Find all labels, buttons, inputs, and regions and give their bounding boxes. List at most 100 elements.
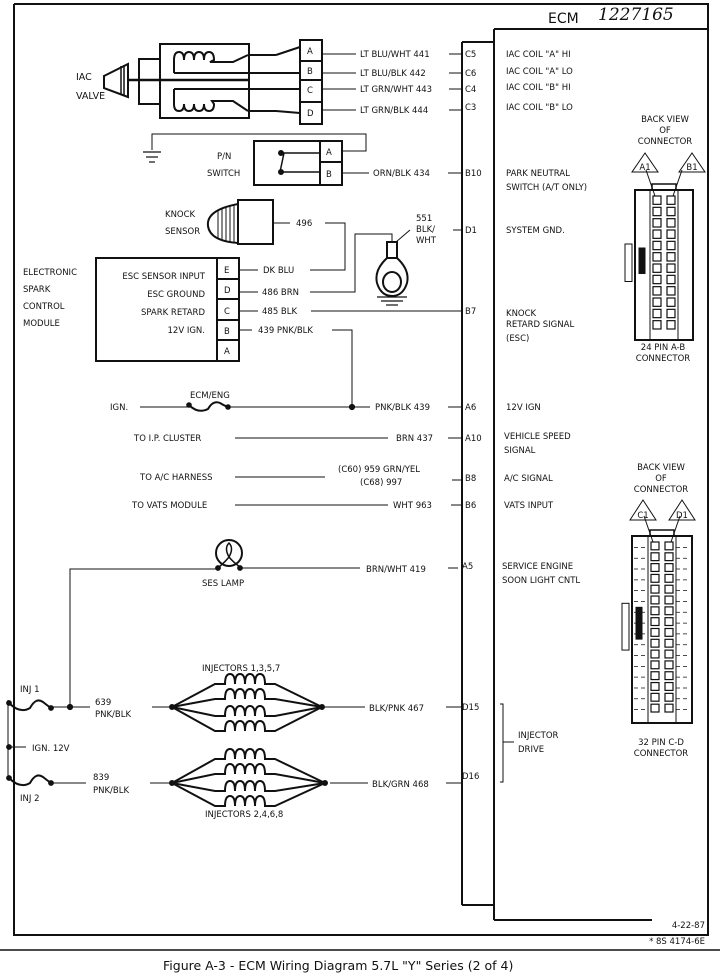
ign-source-label: IGN.	[110, 403, 128, 413]
iac-label-2: VALVE	[76, 91, 105, 102]
connector-pin-cavity	[664, 584, 674, 594]
ecm-function-injector-2: DRIVE	[518, 745, 544, 755]
connector-pin-cavity	[652, 240, 662, 251]
ecm-pin-b8: B8	[465, 474, 476, 484]
cd-heading-2: OF	[655, 474, 667, 484]
iac-wire-444: LT GRN/BLK 444	[360, 106, 428, 116]
connector-pin-cavity	[666, 240, 676, 251]
ecm-function-ses: SERVICE ENGINE	[502, 562, 573, 572]
ecm-function-park-neutral-2: SWITCH (A/T ONLY)	[506, 183, 587, 193]
connector-latch	[621, 602, 630, 651]
connector-pin-cavity	[664, 638, 674, 648]
connector-pin-cavity	[666, 274, 676, 285]
connector-pin-cavity	[666, 320, 676, 330]
connector-pin-cavity	[650, 638, 660, 648]
inj1-fuse-label: INJ 1	[20, 685, 39, 695]
iac-coil-b-icon	[173, 89, 249, 113]
iac-pin-a: A	[307, 47, 313, 57]
ring-terminal-icon	[375, 241, 409, 306]
splice-dot	[348, 403, 356, 411]
connector-latch	[635, 606, 643, 640]
iac-pin-b: B	[307, 67, 313, 77]
ecm-title: ECM	[548, 11, 579, 27]
esc-wire-485: 485 BLK	[262, 307, 297, 317]
ecm-function-system-gnd: SYSTEM GND.	[506, 226, 565, 236]
injector-coil-icon	[171, 706, 323, 732]
switch-contact-icon	[278, 150, 320, 175]
vss-source-label: TO I.P. CLUSTER	[133, 434, 201, 444]
connector-pin-cavity	[664, 649, 674, 659]
ground-wire-color-2: WHT	[416, 236, 437, 246]
connector-latch	[624, 243, 633, 282]
connector-pin-cavity	[650, 584, 660, 594]
connector-pin-cavity	[666, 229, 676, 239]
connector-pin-cavity	[664, 541, 674, 551]
connector-pin-cavity	[650, 703, 660, 713]
ac-source-label: TO A/C HARNESS	[139, 473, 213, 483]
diagram-code: * 8S 4174-6E	[649, 937, 705, 947]
connector-pin-cavity	[664, 692, 674, 702]
iac-wire-443: LT GRN/WHT 443	[360, 85, 432, 95]
connector-pin-cavity	[650, 660, 660, 670]
connector-pin-cavity	[652, 229, 662, 239]
inj2-fuse-label: INJ 2	[20, 794, 39, 804]
injector-coil-icon	[171, 704, 323, 717]
cd-pin-d1-label: D1	[676, 511, 688, 521]
connector-pin-cavity	[652, 308, 662, 319]
connector-pin-cavity	[650, 563, 660, 573]
connector-cd-diagram: BACK VIEW OF CONNECTOR C1 D1 32 PIN C-D …	[621, 463, 696, 759]
connector-pin-cavity	[666, 263, 676, 273]
connector-pin-cavity	[650, 595, 660, 605]
connector-pin-cavity	[650, 617, 660, 627]
connector-pin-cavity	[650, 552, 660, 562]
ses-lamp-label: SES LAMP	[202, 579, 244, 589]
ign-12v-label: IGN. 12V	[32, 744, 70, 754]
ecm-pin-d15: D15	[462, 703, 479, 713]
iac-pintle-icon	[103, 62, 129, 99]
connector-ab-diagram: BACK VIEW OF CONNECTOR A1 B1 24 PIN A-B …	[624, 115, 706, 364]
ecm-pin-c4: C4	[465, 85, 476, 95]
bank1-feed-color: PNK/BLK	[95, 710, 131, 720]
cd-footer-1: 32 PIN C-D	[638, 738, 684, 748]
diagram-date: 4-22-87	[672, 921, 705, 931]
connector-pin-cavity	[650, 681, 660, 691]
esc-pin-c: C	[224, 307, 230, 317]
connector-pin-cavity	[650, 649, 660, 659]
esc-wire-486: 486 BRN	[262, 288, 299, 298]
ecm-pin-d16: D16	[462, 772, 479, 782]
ab-pin-a1-label: A1	[639, 163, 650, 173]
connector-pin-cavity	[666, 308, 676, 319]
iac-coil-a-icon	[173, 50, 249, 73]
iac-pin-c: C	[307, 86, 313, 96]
ecm-function-knock: KNOCK	[506, 309, 537, 319]
connector-pin-cavity	[664, 595, 674, 605]
connector-pin-cavity	[666, 206, 676, 217]
injector-coil-icon	[171, 779, 326, 792]
ecm-pin-b10: B10	[465, 169, 482, 179]
bank1-feed-639: 639	[95, 698, 111, 708]
pin-arrow	[645, 169, 656, 197]
connector-pin-cavity	[650, 627, 660, 637]
injector-bank-2-icon	[169, 747, 328, 807]
esc-connector	[216, 257, 240, 362]
vats-circuit: TO VATS MODULE WHT 963 B6 VATS INPUT	[131, 501, 554, 511]
ecm-function-ac-signal: A/C SIGNAL	[504, 474, 553, 484]
ac-circuit: TO A/C HARNESS (C60) 959 GRN/YEL (C68) 9…	[139, 465, 553, 488]
fuse-ecm-eng-label: ECM/ENG	[190, 391, 230, 401]
connector-pin-cavity	[652, 252, 662, 262]
ab-heading-1: BACK VIEW	[641, 115, 689, 125]
connector-pin-cavity	[652, 263, 662, 273]
vss-wire-437: BRN 437	[396, 434, 433, 444]
system-ground: 551 BLK/ WHT D1 SYSTEM GND.	[310, 214, 565, 306]
vss-circuit: TO I.P. CLUSTER BRN 437 A10 VEHICLE SPEE…	[133, 432, 571, 456]
connector-pin-cavity	[652, 320, 662, 330]
esc-label-4: MODULE	[23, 319, 60, 329]
pin-arrow	[670, 515, 681, 543]
esc-sensor-input-label: ESC SENSOR INPUT	[122, 272, 205, 282]
ecm-function-iac-b-lo: IAC COIL "B" LO	[506, 103, 573, 113]
pn-pin-a: A	[326, 148, 332, 158]
injector-bank-1-icon	[169, 672, 325, 732]
iac-wire-441: LT BLU/WHT 441	[360, 50, 430, 60]
ab-footer-2: CONNECTOR	[636, 354, 691, 364]
